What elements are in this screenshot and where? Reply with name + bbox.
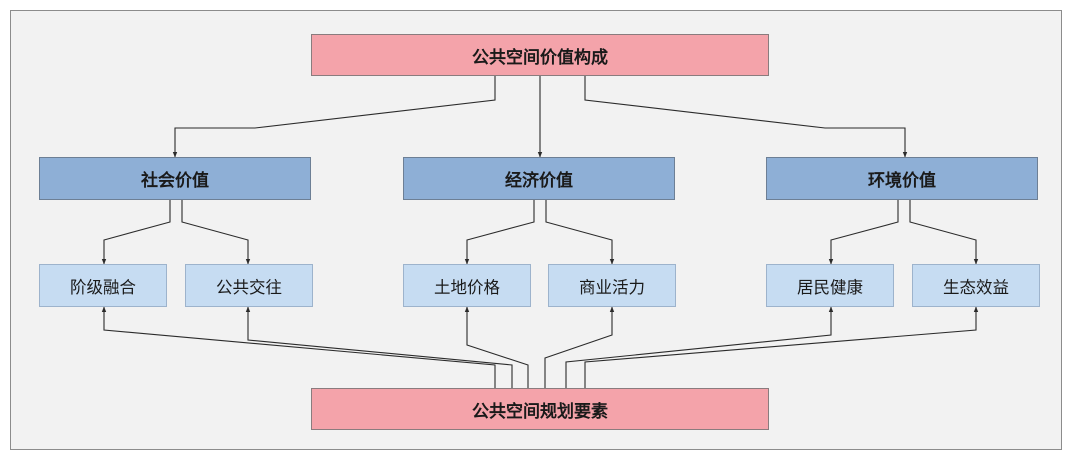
planning-elements-label: 公共空间规划要素: [472, 401, 608, 422]
item-label: 公共交往: [216, 277, 282, 297]
category-label-economic: 经济价值: [505, 171, 573, 191]
connector-environment-to-item2: [909, 200, 979, 265]
item-label: 土地价格: [434, 277, 500, 297]
item-label: 商业活力: [579, 277, 645, 297]
connector-bottom-to-item6: [584, 306, 979, 388]
item-box-economic-1: 土地价格: [403, 264, 531, 307]
category-box-environment: 环境价值: [766, 157, 1038, 200]
item-box-economic-2: 商业活力: [548, 264, 676, 307]
item-box-social-2: 公共交往: [185, 264, 313, 307]
connector-environment-to-item1: [828, 200, 899, 265]
item-label: 居民健康: [797, 277, 863, 297]
planning-elements-box: 公共空间规划要素: [311, 388, 769, 430]
value-composition-box: 公共空间价值构成: [311, 34, 769, 76]
connector-bottom-to-item3: [464, 306, 529, 388]
connector-top-to-environment: [584, 76, 908, 158]
item-box-environment-1: 居民健康: [766, 264, 894, 307]
item-label: 阶级融合: [70, 277, 136, 297]
connector-bottom-to-item1: [101, 306, 496, 388]
category-box-economic: 经济价值: [403, 157, 675, 200]
connector-top-to-social: [172, 76, 496, 158]
category-label-social: 社会价值: [141, 171, 209, 191]
category-label-environment: 环境价值: [868, 171, 936, 191]
connector-economic-to-item1: [464, 200, 535, 265]
value-composition-label: 公共空间价值构成: [472, 47, 608, 68]
connector-economic-to-item2: [545, 200, 615, 265]
item-label: 生态效益: [943, 277, 1009, 297]
connector-social-to-item2: [181, 200, 251, 265]
item-box-environment-2: 生态效益: [912, 264, 1040, 307]
connector-bottom-to-item5: [565, 306, 834, 388]
connector-bottom-to-item4: [544, 306, 615, 388]
connector-social-to-item1: [101, 200, 171, 265]
diagram-frame: [10, 10, 1062, 450]
category-box-social: 社会价值: [39, 157, 311, 200]
connector-bottom-to-item2: [245, 306, 513, 388]
item-box-social-1: 阶级融合: [39, 264, 167, 307]
